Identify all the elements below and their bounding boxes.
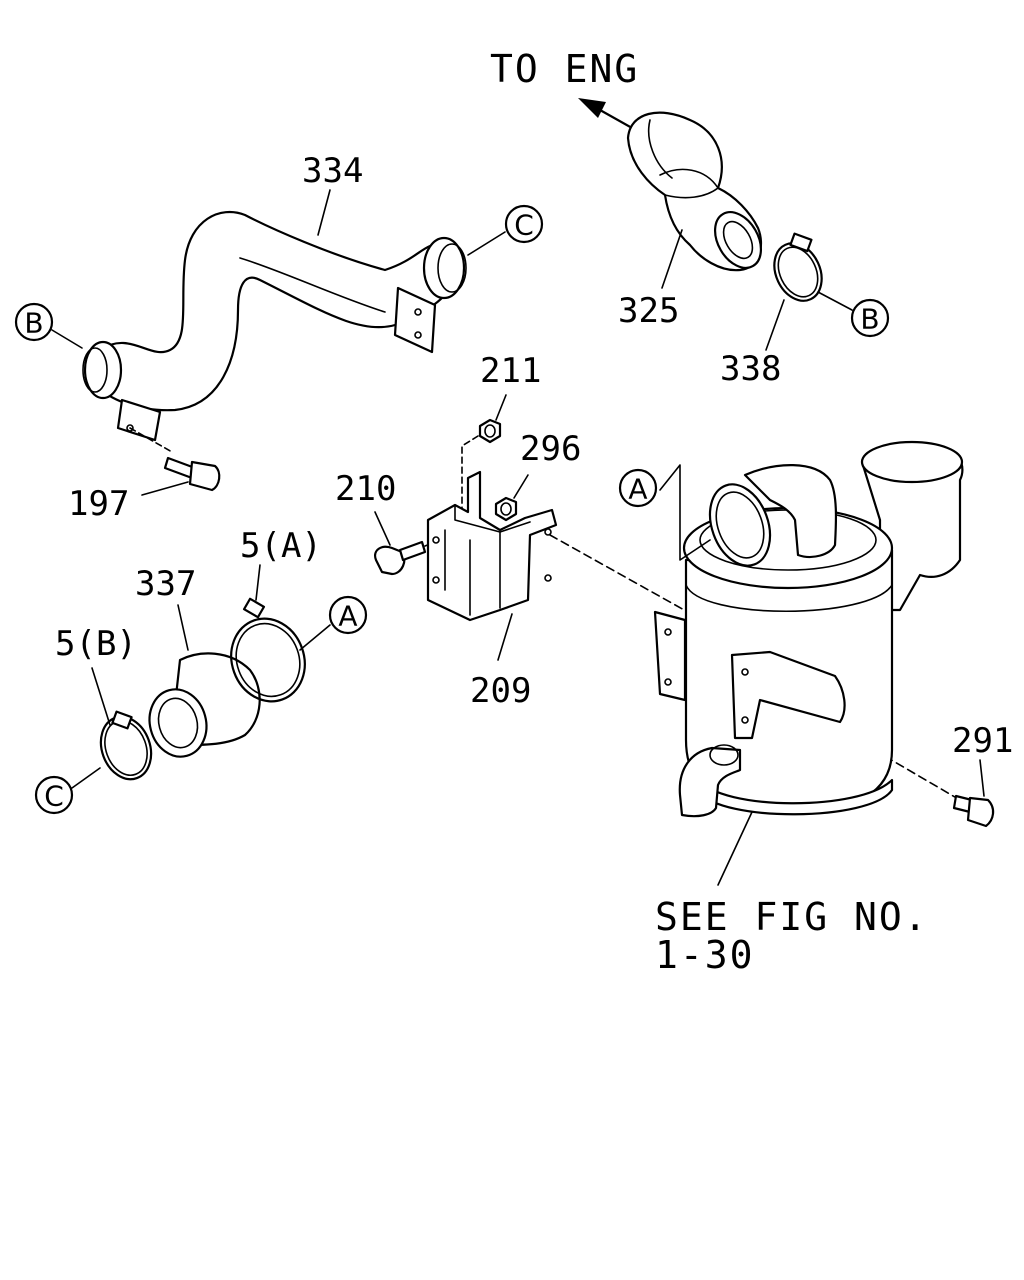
part-label-296: 296 (520, 429, 581, 469)
part-label-337: 337 (135, 564, 196, 604)
leader-210 (374, 511, 391, 546)
part-label-197: 197 (68, 484, 129, 524)
leader-a-mid (299, 624, 331, 651)
part-label-5b: 5(B) (55, 624, 137, 664)
see-fig-label: SEE FIG NO. (655, 895, 929, 939)
connector-b-right: B (850, 298, 890, 338)
bolt-197-axis (129, 427, 173, 453)
part-label-338: 338 (720, 349, 781, 389)
svg-text:C: C (514, 209, 534, 242)
bolt-210 (374, 540, 427, 576)
leader-197 (141, 481, 189, 496)
part-label-291: 291 (952, 721, 1013, 761)
nut-296 (494, 496, 518, 522)
connector-c-bottom: C (34, 775, 74, 815)
connector-c-top: C (504, 204, 544, 244)
clamp-5b (99, 710, 153, 781)
leader-b-right (817, 291, 853, 311)
leader-5a (255, 564, 261, 601)
leader-see-fig (717, 811, 753, 886)
nut-211 (478, 418, 502, 444)
leader-209 (497, 613, 513, 661)
connector-a-top: A (618, 468, 658, 508)
part-label-5a: 5(A) (240, 526, 322, 566)
leader-b-left (51, 329, 83, 349)
to-eng-label: TO ENG (490, 47, 639, 91)
bolt-197 (163, 456, 221, 492)
to-eng-arrow (578, 98, 634, 130)
clamp-338 (773, 232, 823, 302)
see-fig-number: 1-30 (655, 933, 755, 977)
leader-c-bottom (71, 767, 101, 789)
leader-338 (765, 299, 785, 351)
leader-334 (317, 189, 331, 236)
leader-337 (177, 604, 189, 651)
part-label-334: 334 (302, 151, 363, 191)
part-label-209: 209 (470, 671, 531, 711)
svg-text:A: A (628, 473, 647, 506)
bracket-209 (426, 470, 558, 622)
pipe-334 (82, 210, 467, 442)
air-cleaner-assembly (653, 440, 964, 818)
part-label-211: 211 (480, 351, 541, 391)
part-label-325: 325 (618, 291, 679, 331)
leader-a-top (659, 464, 711, 561)
svg-text:B: B (860, 303, 879, 336)
leader-c-top (467, 231, 506, 256)
hose-337 (148, 652, 261, 758)
leader-5b (91, 667, 111, 726)
connector-a-mid: A (328, 595, 368, 635)
nut-211-axis (461, 435, 479, 511)
clamp-5a (230, 597, 306, 703)
connector-b-left: B (14, 302, 54, 342)
svg-text:A: A (338, 600, 357, 633)
part-label-210: 210 (335, 469, 396, 509)
bolt-291 (952, 794, 995, 828)
leader-291 (979, 759, 985, 797)
svg-text:C: C (44, 780, 64, 813)
hose-325 (626, 111, 763, 272)
svg-text:B: B (24, 307, 43, 340)
leader-325 (661, 229, 683, 289)
leader-296 (513, 474, 529, 499)
leader-211 (495, 394, 507, 421)
